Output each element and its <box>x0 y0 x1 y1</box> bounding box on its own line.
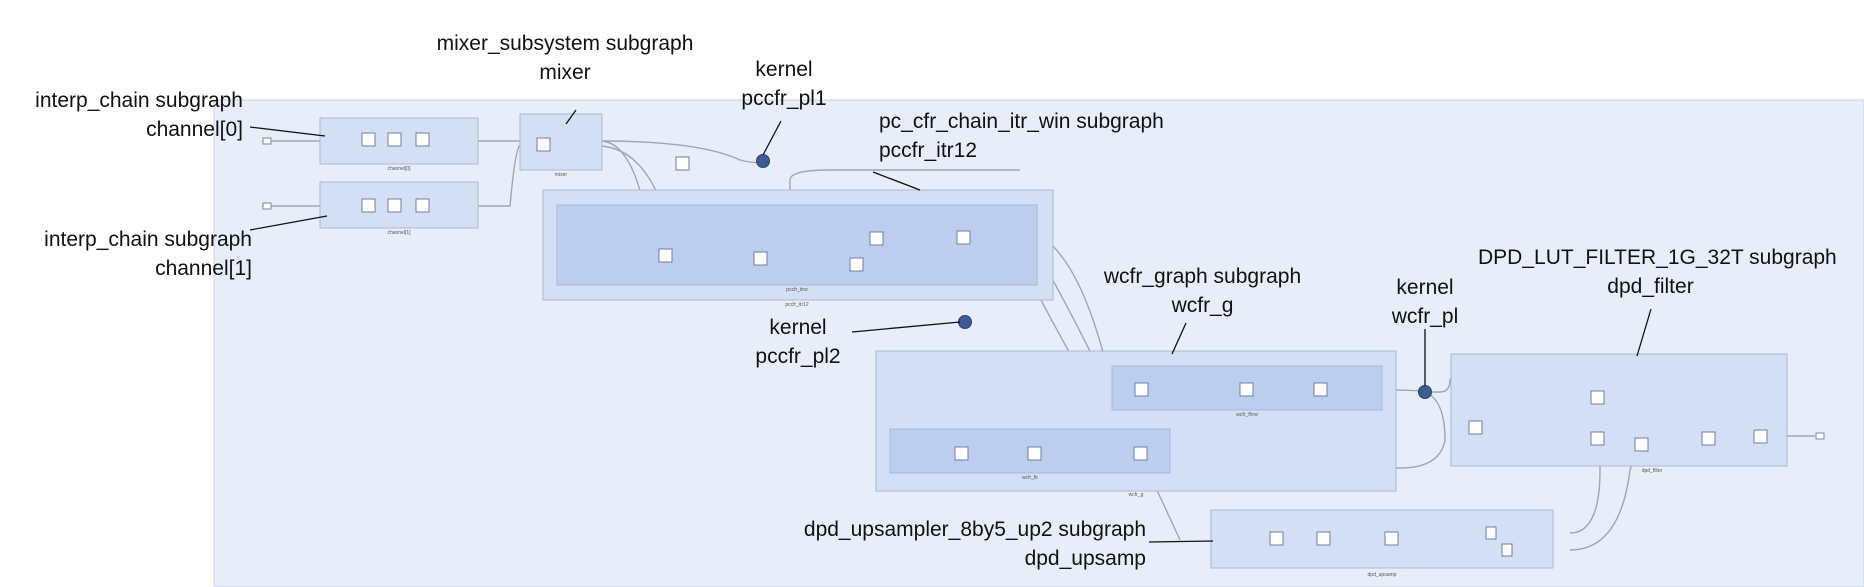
kernel-node[interactable] <box>1316 531 1331 546</box>
subgraph-mixer[interactable]: mixer <box>519 113 603 178</box>
subgraph-channel0[interactable]: channel[0] <box>319 117 479 172</box>
subgraph-box <box>1210 509 1554 569</box>
subgraph-label: wcfr_g <box>1129 492 1144 498</box>
callout-kernel-wcfr-pl: kernel wcfr_pl <box>1370 273 1480 331</box>
subgraph-dpd-upsamp[interactable]: dpd_upsamp <box>1210 509 1554 578</box>
subgraph-channel1[interactable]: channel[1] <box>319 181 479 236</box>
kernel-pccfr-pl1[interactable] <box>756 154 770 168</box>
callout-interp-chain-channel0: interp_chain subgraph channel[0] <box>35 86 243 144</box>
kernel-node[interactable] <box>1027 446 1042 461</box>
subgraph-wcfr-g[interactable]: wcfr_fhrw wcfr_fir wcfr_g <box>875 350 1397 498</box>
kernel-node[interactable] <box>1590 431 1605 446</box>
subgraph-label: dpd_upsamp <box>1368 572 1397 578</box>
subgraph-label: channel[1] <box>387 230 411 236</box>
subgraph-label: pccfr_itr12 <box>785 302 809 308</box>
callout-kernel-pccfr-pl2: kernel pccfr_pl2 <box>743 313 853 371</box>
kernel-node[interactable] <box>1134 382 1149 397</box>
callout-instance: dpd_filter <box>1607 275 1694 298</box>
kernel-node[interactable] <box>1239 382 1254 397</box>
callout-instance: pccfr_pl1 <box>741 87 827 110</box>
input-port <box>262 137 272 145</box>
subgraph-pccfr-itr12[interactable]: pccfr_itrw pccfr_itr12 <box>542 156 1054 308</box>
callout-interp-chain-channel1: interp_chain subgraph channel[1] <box>44 225 252 283</box>
callout-instance: channel[1] <box>155 257 252 280</box>
kernel-node[interactable] <box>954 446 969 461</box>
callout-title: mixer_subsystem subgraph <box>436 32 694 55</box>
kernel-node[interactable] <box>1485 526 1497 540</box>
kernel-node[interactable] <box>415 198 430 213</box>
subgraph-label: channel[0] <box>387 166 411 172</box>
callout-instance: channel[0] <box>146 118 243 141</box>
kernel-node[interactable] <box>1753 429 1768 444</box>
kernel-node[interactable] <box>387 132 402 147</box>
subgraph-dpd-filter[interactable]: dpd_filter <box>1450 353 1788 474</box>
kernel-node[interactable] <box>361 198 376 213</box>
callout-kernel-pccfr-pl1: kernel pccfr_pl1 <box>729 55 839 113</box>
kernel-node[interactable] <box>1701 431 1716 446</box>
kernel-node[interactable] <box>361 132 376 147</box>
callout-instance: wcfr_pl <box>1391 305 1459 328</box>
kernel-node[interactable] <box>1634 437 1649 452</box>
kernel-node[interactable] <box>869 231 884 246</box>
inner-subgraph-box <box>556 204 1038 286</box>
kernel-node[interactable] <box>956 230 971 245</box>
subgraph-label: mixer <box>555 172 568 178</box>
callout-pc-cfr-chain: pc_cfr_chain_itr_win subgraph pccfr_itr1… <box>879 107 1164 165</box>
callout-leaders <box>249 109 1652 543</box>
callout-dpd-upsampler: dpd_upsampler_8by5_up2 subgraph dpd_upsa… <box>804 515 1146 573</box>
kernel-node[interactable] <box>1468 420 1483 435</box>
callout-wcfr-graph: wcfr_graph subgraph wcfr_g <box>1080 262 1325 320</box>
callout-title: pc_cfr_chain_itr_win subgraph <box>879 110 1164 133</box>
kernel-node[interactable] <box>1590 390 1605 405</box>
inner-subgraph-label: wcfr_fir <box>1022 475 1038 481</box>
kernel-node[interactable] <box>675 156 690 171</box>
kernel-node[interactable] <box>387 198 402 213</box>
kernel-pccfr-pl2[interactable] <box>958 315 972 329</box>
kernel-node[interactable] <box>1269 531 1284 546</box>
subgraph-box <box>519 113 603 171</box>
callout-title: interp_chain subgraph <box>35 89 243 112</box>
callout-title: interp_chain subgraph <box>44 228 252 251</box>
input-port <box>262 202 272 210</box>
kernel-node[interactable] <box>1313 382 1328 397</box>
subgraph-box <box>1450 353 1788 467</box>
kernel-node[interactable] <box>1133 446 1148 461</box>
kernel-node[interactable] <box>1501 543 1513 557</box>
callout-instance: pccfr_itr12 <box>879 139 978 162</box>
kernel-wcfr-pl[interactable] <box>1418 385 1432 399</box>
callout-title: dpd_upsampler_8by5_up2 subgraph <box>803 518 1146 541</box>
callout-title: DPD_LUT_FILTER_1G_32T subgraph <box>1478 246 1837 269</box>
kernel-node[interactable] <box>415 132 430 147</box>
callout-mixer-subsystem: mixer_subsystem subgraph mixer <box>430 29 700 87</box>
callout-title: kernel <box>769 316 827 339</box>
callout-title: kernel <box>1396 276 1454 299</box>
callout-instance: mixer <box>539 61 591 84</box>
kernel-node[interactable] <box>1384 531 1399 546</box>
graph-canvas <box>213 99 1864 587</box>
callout-title: kernel <box>755 58 813 81</box>
kernel-node[interactable] <box>536 137 551 152</box>
callout-instance: dpd_upsamp <box>1024 547 1146 570</box>
callout-instance: pccfr_pl2 <box>755 345 841 368</box>
callout-instance: wcfr_g <box>1171 294 1234 317</box>
inner-subgraph-label: pccfr_itrw <box>786 287 808 293</box>
output-port <box>1815 432 1825 440</box>
callout-dpd-lut-filter: DPD_LUT_FILTER_1G_32T subgraph dpd_filte… <box>1478 243 1837 301</box>
inner-subgraph-label: wcfr_fhrw <box>1236 412 1258 418</box>
kernel-node[interactable] <box>753 251 768 266</box>
kernel-node[interactable] <box>658 248 673 263</box>
callout-title: wcfr_graph subgraph <box>1103 265 1302 288</box>
subgraph-label: dpd_filter <box>1642 468 1663 474</box>
kernel-node[interactable] <box>849 257 864 272</box>
